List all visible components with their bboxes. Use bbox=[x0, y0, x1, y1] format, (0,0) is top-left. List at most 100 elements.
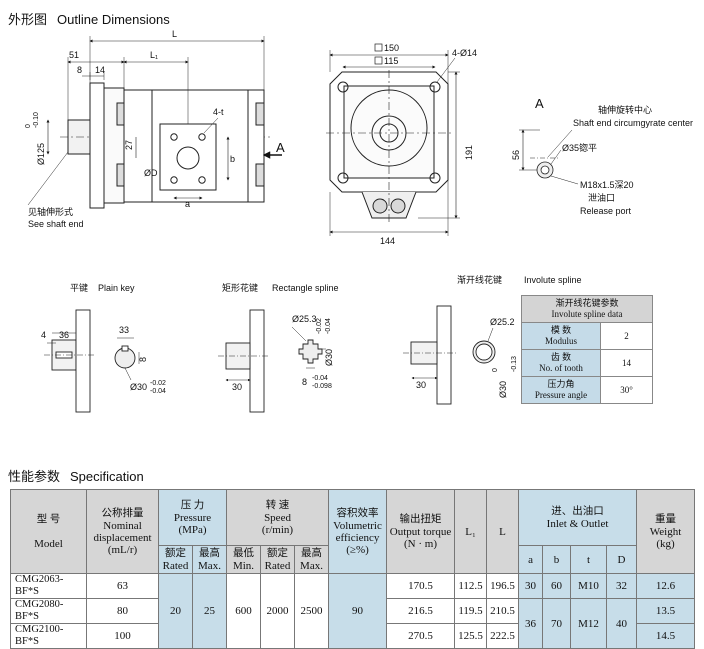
side-view-dimension-labels: L 51 L₁ 8 14 Ø125 0 -0.10 27 ØD b a 4-t … bbox=[25, 29, 235, 229]
dim-125-tol-hi: 0 bbox=[25, 124, 32, 128]
involute-spline-detail: 渐开线花键 Involute spline Ø25.2 Ø30 0 -0.13 … bbox=[403, 274, 582, 405]
spec-title-en: Specification bbox=[70, 469, 144, 484]
header-L1: L₁ bbox=[454, 489, 488, 574]
plain-key-tol-hi: -0.02 bbox=[150, 380, 166, 387]
table-row: CMG2063-BF*S 63 20 25 600 2000 2500 90 1… bbox=[10, 573, 696, 649]
cell-L: 222.5 bbox=[486, 623, 520, 649]
dim-a: a bbox=[185, 199, 190, 209]
dim-sq115: 115 bbox=[384, 56, 398, 66]
view-a-center-cn: 轴伸旋转中心 bbox=[598, 104, 652, 115]
cell-D: 40 bbox=[606, 598, 638, 649]
cell-L1: 119.5 bbox=[454, 598, 488, 624]
cell-weight: 12.6 bbox=[636, 573, 696, 599]
spec-section-title: 性能参数 Specification bbox=[8, 466, 144, 485]
involute-row-label-cn: 齿 数 bbox=[550, 352, 572, 362]
involute-row-label-en: Modulus bbox=[544, 336, 577, 346]
rect-spline-title-cn: 矩形花键 bbox=[222, 282, 258, 293]
rect-spline-width-tol-hi: -0.04 bbox=[312, 375, 328, 382]
dim-4-holes: 4-Ø14 bbox=[452, 48, 477, 58]
cell-L: 196.5 bbox=[486, 573, 520, 599]
view-a-arrow: A bbox=[262, 140, 285, 159]
rectangle-spline-detail: 矩形花键 Rectangle spline Ø25.3 Ø30 -0.02 -0… bbox=[218, 282, 339, 413]
cell-displacement: 63 bbox=[86, 573, 159, 599]
dim-sq150: 150 bbox=[384, 43, 399, 53]
view-a-label: A bbox=[535, 96, 544, 111]
dim-56: 56 bbox=[511, 150, 521, 160]
cell-pressure-max: 25 bbox=[192, 573, 227, 649]
pump-side-view bbox=[27, 36, 270, 209]
rect-spline-width-tol-lo: -0.098 bbox=[312, 383, 332, 390]
view-a-center-en: Shaft end circumgyrate center bbox=[573, 118, 693, 128]
header-b: b bbox=[542, 545, 572, 574]
cell-displacement: 80 bbox=[86, 598, 159, 624]
spec-title-cn: 性能参数 bbox=[8, 469, 61, 484]
arrow-a-label: A bbox=[276, 140, 285, 155]
involute-row-value: 30° bbox=[600, 376, 653, 404]
header-a: a bbox=[518, 545, 544, 574]
involute-row-label-en: No. of tooth bbox=[539, 363, 583, 373]
plain-key-dim-8: 8 bbox=[138, 357, 148, 362]
dim-51: 51 bbox=[69, 50, 79, 60]
dim-14: 14 bbox=[95, 65, 105, 75]
cell-weight: 14.5 bbox=[636, 623, 696, 649]
view-a-detail: A 轴伸旋转中心 Shaft end circumgyrate center 5… bbox=[511, 96, 693, 216]
dim-144: 144 bbox=[380, 236, 395, 246]
involute-tol-hi: 0 bbox=[492, 368, 499, 372]
cell-torque: 170.5 bbox=[386, 573, 456, 599]
dim-8: 8 bbox=[77, 65, 82, 75]
involute-dim-25: Ø25.2 bbox=[490, 317, 515, 327]
outline-title-en: Outline Dimensions bbox=[57, 12, 170, 27]
involute-row-value: 14 bbox=[600, 349, 653, 377]
table-row: CMG2080-BF*S 80 216.5 119.5 210.5 36 70 … bbox=[10, 598, 696, 649]
cell-model: CMG2080-BF*S bbox=[10, 598, 87, 624]
cell-t: M12 bbox=[570, 598, 608, 649]
dim-L1: L₁ bbox=[150, 50, 158, 60]
rect-spline-dim-25: Ø25.3 bbox=[292, 314, 317, 324]
involute-tol-lo: -0.13 bbox=[511, 356, 518, 372]
involute-title-cn: 渐开线花键 bbox=[457, 274, 502, 285]
involute-row-label-cn: 压力角 bbox=[547, 379, 575, 389]
involute-table-header-cn: 渐开线花键参数 bbox=[555, 298, 619, 308]
header-t: t bbox=[570, 545, 608, 574]
pump-front-view bbox=[326, 50, 460, 236]
cell-model: CMG2100-BF*S bbox=[10, 623, 87, 649]
cell-speed-min: 600 bbox=[226, 573, 261, 649]
release-port-en: Release port bbox=[580, 206, 632, 216]
cell-D: 32 bbox=[606, 573, 638, 599]
cell-speed-max: 2500 bbox=[293, 573, 330, 649]
header-D: D bbox=[606, 545, 638, 574]
cell-speed-rated: 2000 bbox=[260, 573, 295, 649]
dim-L: L bbox=[172, 29, 177, 39]
header-L: L bbox=[486, 489, 520, 574]
shaft-note-en: See shaft end bbox=[28, 219, 84, 229]
involute-row-label-cn: 模 数 bbox=[550, 325, 572, 335]
cell-weight: 13.5 bbox=[636, 598, 696, 624]
outline-drawing: A L 51 L₁ 8 14 Ø125 0 -0.10 27 ØD b a 4-… bbox=[25, 29, 693, 413]
cell-L1: 125.5 bbox=[454, 623, 488, 649]
cell-volumetric-efficiency: 90 bbox=[328, 573, 388, 649]
involute-row-label-en: Pressure angle bbox=[534, 390, 588, 400]
cell-torque: 216.5 bbox=[386, 598, 456, 624]
cell-displacement: 100 bbox=[86, 623, 159, 649]
dim-35-spotface: Ø35锪平 bbox=[562, 142, 597, 153]
dim-27: 27 bbox=[124, 140, 134, 150]
front-view-dimension-labels: 150 115 4-Ø14 191 144 bbox=[374, 43, 477, 246]
outline-title-cn: 外形图 bbox=[8, 12, 48, 27]
plain-key-detail: 平键 Plain key 4 36 33 8 Ø30 -0.02 -0.04 bbox=[41, 282, 166, 413]
plain-key-title-cn: 平键 bbox=[70, 282, 88, 293]
cell-model: CMG2063-BF*S bbox=[10, 573, 87, 599]
shaft-note-cn: 见轴伸形式 bbox=[28, 206, 73, 217]
dim-125-tol-lo: -0.10 bbox=[33, 112, 40, 128]
cell-L1: 112.5 bbox=[454, 573, 488, 599]
